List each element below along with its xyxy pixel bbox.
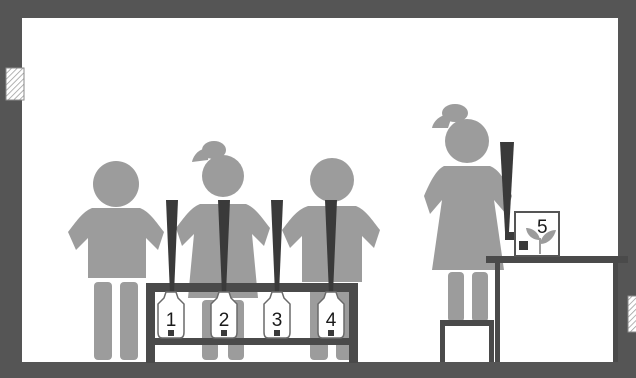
left-wall: [0, 0, 22, 378]
bottle-label-2: 2: [219, 310, 230, 331]
floor-wall: [0, 362, 636, 378]
display-box: 5: [515, 212, 559, 256]
box-label-5: 5: [537, 217, 548, 238]
table-leg-left: [146, 283, 155, 363]
sampling-tube-3: [271, 200, 283, 294]
bottle-label-1: 1: [166, 310, 177, 331]
right-vent: [628, 296, 636, 332]
display-table: [486, 256, 628, 362]
bottle-label-3: 3: [272, 310, 283, 331]
left-vent: [6, 68, 24, 100]
stool: [440, 320, 494, 362]
table-lower-bar: [146, 338, 358, 345]
box-sensor-square: [519, 241, 528, 250]
table-leg-right: [349, 283, 358, 363]
ceiling-wall: [0, 0, 636, 18]
bottle-label-4: 4: [326, 310, 337, 331]
table-top: [146, 283, 358, 292]
sampling-tube-1: [166, 200, 178, 294]
